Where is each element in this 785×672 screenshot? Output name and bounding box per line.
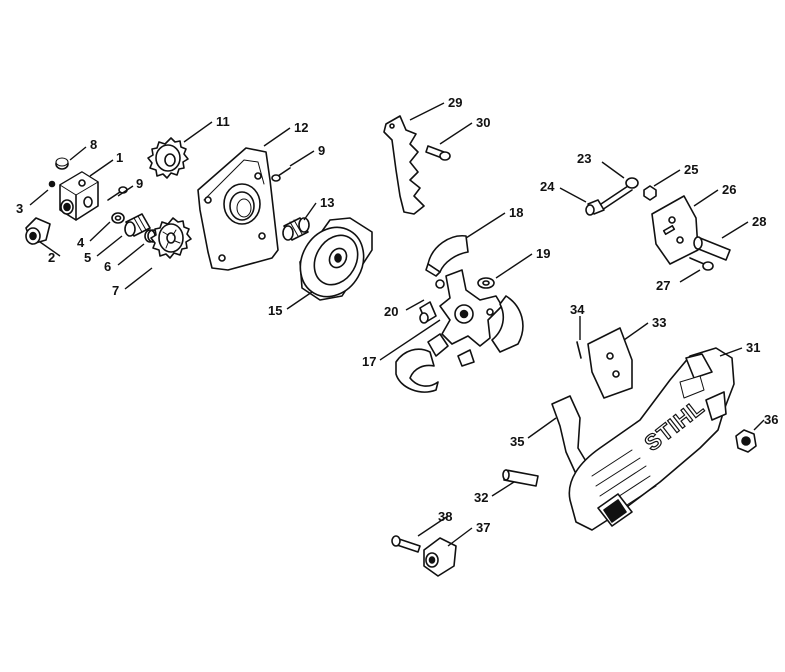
part-18-clutch-shoe (425, 235, 469, 277)
callout-34: 34 (570, 302, 585, 317)
part-38-screw (391, 535, 421, 553)
callout-1: 1 (116, 150, 123, 165)
part-12-bearing-plate (197, 147, 279, 271)
callout-33: 33 (652, 315, 666, 330)
part-13-needle-cage (282, 217, 310, 241)
part-33-cover-plate (587, 327, 633, 399)
callout-29: 29 (448, 95, 462, 110)
callout-18: 18 (509, 205, 523, 220)
callout-9a: 9 (136, 176, 143, 191)
part-31-sprocket-cover: STIHL (568, 347, 735, 531)
callout-6: 6 (104, 259, 111, 274)
part-9-screw-left (107, 186, 128, 201)
callout-27: 27 (656, 278, 670, 293)
part-7-worm-gear (150, 217, 192, 259)
leader-lines (29, 102, 765, 547)
callout-17: 17 (362, 354, 376, 369)
part-5-worm-shaft (124, 213, 151, 237)
callout-28: 28 (752, 214, 766, 229)
part-15-clutch-drum (299, 217, 373, 301)
callout-7: 7 (112, 283, 119, 298)
part-25-nut (643, 185, 657, 201)
callout-12: 12 (294, 120, 308, 135)
callout-23: 23 (577, 151, 591, 166)
callout-24: 24 (540, 179, 555, 194)
part-9-screw-right (271, 167, 291, 182)
part-28-stud (693, 236, 731, 261)
part-1-pump-housing (59, 171, 99, 221)
part-32-roll-pin (502, 469, 539, 487)
part-30-screw (425, 145, 451, 161)
callout-37: 37 (476, 520, 490, 535)
part-37-tensioner (423, 537, 457, 577)
callout-32: 32 (474, 490, 488, 505)
part-4-washer (111, 212, 125, 224)
callout-2: 2 (48, 250, 55, 265)
part-2-fitting (25, 217, 51, 245)
part-19-washer (477, 277, 495, 289)
callout-38: 38 (438, 509, 452, 524)
part-34-screw (576, 341, 582, 359)
callout-26: 26 (722, 182, 736, 197)
part-3-ball (48, 180, 56, 188)
callout-25: 25 (684, 162, 698, 177)
part-17-shoe-right (491, 295, 524, 353)
callout-31: 31 (746, 340, 760, 355)
callout-36: 36 (764, 412, 778, 427)
callout-8: 8 (90, 137, 97, 152)
part-17-shoe-left (395, 348, 439, 393)
callout-35: 35 (510, 434, 524, 449)
callout-15: 15 (268, 303, 282, 318)
part-24-pin (585, 199, 605, 216)
part-23-adjusting-screw (597, 177, 639, 211)
callout-labels: 8 1 3 2 9 4 5 6 7 11 12 9 13 15 29 30 18… (16, 95, 778, 535)
callout-9b: 9 (318, 143, 325, 158)
callout-11: 11 (216, 114, 230, 129)
part-27-screw (689, 257, 714, 271)
callout-3: 3 (16, 201, 23, 216)
part-17-clutch-assembly (427, 269, 503, 367)
callout-4: 4 (77, 235, 85, 250)
callout-30: 30 (476, 115, 490, 130)
callout-20: 20 (384, 304, 398, 319)
part-36-nut (735, 429, 757, 453)
callout-19: 19 (536, 246, 550, 261)
callout-5: 5 (84, 250, 91, 265)
part-20-pin (419, 301, 437, 324)
part-26-side-plate (651, 195, 699, 265)
part-29-bumper-spike (383, 115, 425, 215)
callout-13: 13 (320, 195, 334, 210)
part-11-sprocket (147, 137, 189, 179)
part-8-cap (55, 157, 69, 170)
